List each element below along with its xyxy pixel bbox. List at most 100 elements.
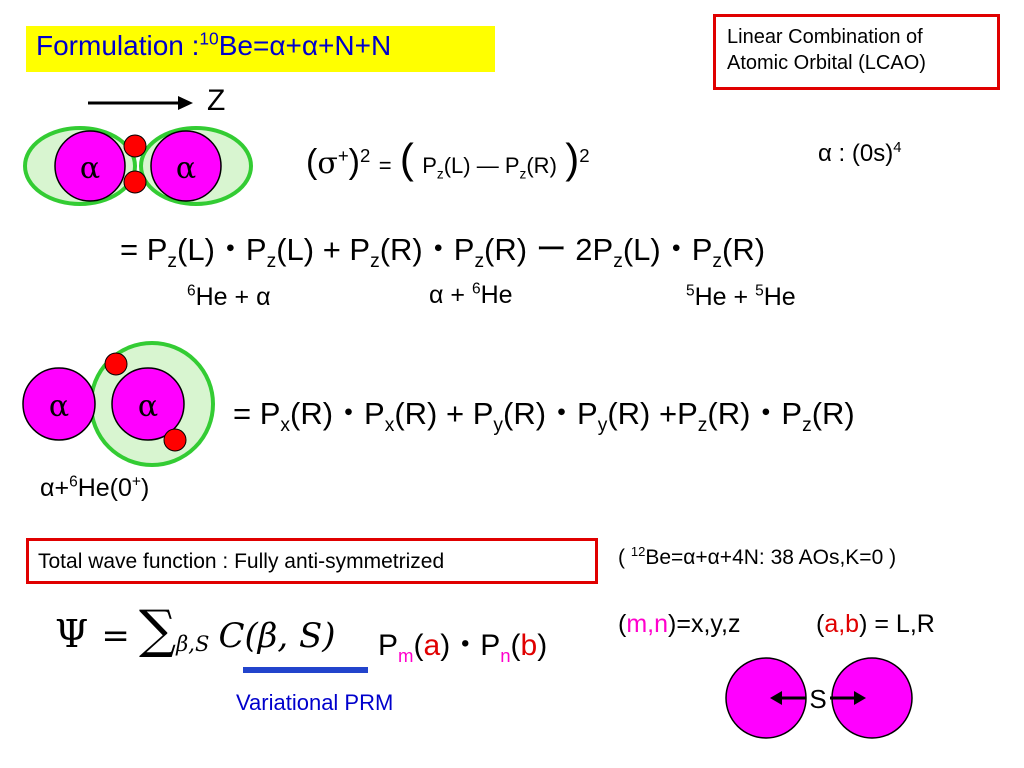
- exp2-mid: (R)・P: [707, 396, 803, 431]
- total-wave-function-box: Total wave function : Fully anti-symmetr…: [26, 538, 598, 584]
- channel-alpha-6he: α + 6He: [429, 281, 513, 310]
- channel-text: He: [763, 283, 796, 311]
- arrow-right-icon: [830, 691, 866, 705]
- sum-subscript: β,S: [176, 632, 210, 657]
- config-text: α+: [40, 474, 70, 502]
- paren: (: [816, 610, 825, 638]
- exp2-sub: x: [384, 415, 395, 437]
- alpha-config: α : (0s)4: [818, 140, 902, 168]
- config-sup: +: [131, 473, 141, 491]
- paren: (: [413, 629, 424, 662]
- exp2-sub: z: [697, 415, 708, 437]
- config-label: α+6He(0+): [40, 474, 149, 503]
- be12-open: (: [618, 546, 631, 569]
- exp2-end: (R) + P: [394, 396, 494, 431]
- exp1-mid: (L)・P: [177, 232, 267, 267]
- lcao-line2: Atomic Orbital (LCAO): [727, 52, 926, 74]
- exp1-end: (R): [722, 232, 766, 267]
- paren-close: ): [348, 143, 360, 181]
- lhs-power: 2: [360, 145, 371, 166]
- n-index: n: [500, 645, 511, 666]
- neutron-upper: [104, 352, 128, 376]
- exp1-end: (L) + P: [276, 232, 371, 267]
- lcao-box: Linear Combination of Atomic Orbital (LC…: [713, 14, 1000, 90]
- alpha-circle-inner: [111, 367, 185, 441]
- be12-note: ( 12Be=α+α+4N: 38 AOs,K=0 ): [618, 545, 896, 570]
- variational-underline: [243, 667, 368, 673]
- exp1-sub: z: [370, 251, 380, 273]
- expansion-1: = Pz(L)・Pz(L) + Pz(R)・Pz(R) ー 2Pz(L)・Pz(…: [120, 224, 766, 273]
- paren: ): [537, 629, 548, 662]
- title-suffix: Be=α+α+N+N: [218, 30, 392, 61]
- s-label: S: [809, 684, 826, 714]
- channel-text: α +: [429, 281, 472, 309]
- channel-text: He: [480, 281, 513, 309]
- exp1-mid: (R)・P: [379, 232, 475, 267]
- alpha-label-inner: α: [138, 389, 158, 424]
- exp2-sub: y: [493, 415, 503, 437]
- neutron-lower: [163, 428, 187, 452]
- exp2-end: (R) +P: [607, 396, 698, 431]
- alpha-config-text: α : (0s): [818, 140, 894, 167]
- paren: (: [618, 610, 627, 638]
- channel-mass: 5: [755, 282, 764, 300]
- config-mass: 6: [69, 473, 78, 491]
- pz-left-sub: z: [436, 166, 444, 182]
- title-banner: Formulation :10Be=α+α+N+N: [26, 26, 495, 72]
- big-paren-open: (: [399, 135, 414, 182]
- exp1-sub: z: [613, 251, 623, 273]
- coefficient: C(β, S): [218, 616, 336, 656]
- channel-mass: 6: [471, 280, 481, 298]
- ab-indices: a,b: [824, 610, 860, 638]
- exp2-mid: (R)・P: [290, 396, 385, 431]
- exp2-sub: y: [597, 415, 608, 437]
- sigma-symbol: σ: [317, 146, 338, 181]
- alpha-label-left: α: [80, 151, 100, 186]
- exp1-sub: z: [474, 251, 485, 273]
- psi-equals: =: [101, 616, 130, 656]
- total-wave-function-text: Total wave function : Fully anti-symmetr…: [38, 550, 445, 573]
- sum-symbol: ∑: [139, 600, 177, 660]
- config-text: He(0: [77, 474, 132, 502]
- alpha-label-right: α: [176, 151, 196, 186]
- title-mass: 10: [199, 28, 219, 49]
- z-axis-arrow: [88, 96, 193, 110]
- exp1-sub: z: [167, 251, 178, 273]
- config-text: ): [140, 474, 150, 502]
- paren-open: (: [306, 143, 318, 181]
- ab-definition: (a,b) = L,R: [816, 610, 935, 639]
- exp1-mid: (L)・P: [622, 232, 713, 267]
- variational-label: Variational PRM: [236, 690, 394, 715]
- mn-values: )=x,y,z: [668, 610, 741, 638]
- paren: )・P: [440, 629, 501, 662]
- exp1-sub: z: [266, 251, 277, 273]
- channel-5he-5he: 5He + 5He: [686, 283, 796, 312]
- sigma-sup: +: [337, 145, 349, 166]
- exp2-sub: x: [280, 415, 291, 437]
- neutron-top: [123, 134, 147, 158]
- alpha-circle-outer: [22, 367, 96, 441]
- big-paren-close: ): [565, 135, 580, 182]
- mn-definition: (m,n)=x,y,z: [618, 610, 740, 639]
- pz-right-sub: z: [519, 166, 527, 182]
- exp1-lead: = P: [120, 232, 168, 267]
- psi-symbol: Ψ: [55, 612, 89, 656]
- lcao-line1: Linear Combination of: [727, 26, 923, 48]
- axis-label: Z: [207, 84, 226, 117]
- alpha-circle-right: [150, 130, 222, 202]
- alpha-config-pow: 4: [893, 140, 902, 156]
- exp2-mid: (R)・P: [503, 396, 598, 431]
- pz-left-arg: (L): [443, 153, 471, 178]
- channel-mass: 6: [187, 282, 196, 300]
- pz-right: P: [504, 153, 520, 178]
- equals-sign: =: [378, 153, 392, 178]
- psi-product: Pm(a)・Pn(b): [378, 620, 548, 666]
- m-index: m: [398, 645, 414, 666]
- neutron-bottom: [123, 170, 147, 194]
- arrow-left-icon: [770, 691, 806, 705]
- alpha-circle-left: [54, 130, 126, 202]
- sigma-equation: (σ+)2 = ( Pz(L) — Pz(R) )2: [306, 135, 590, 183]
- a-index: a: [423, 629, 441, 662]
- alpha-label-outer: α: [49, 389, 69, 424]
